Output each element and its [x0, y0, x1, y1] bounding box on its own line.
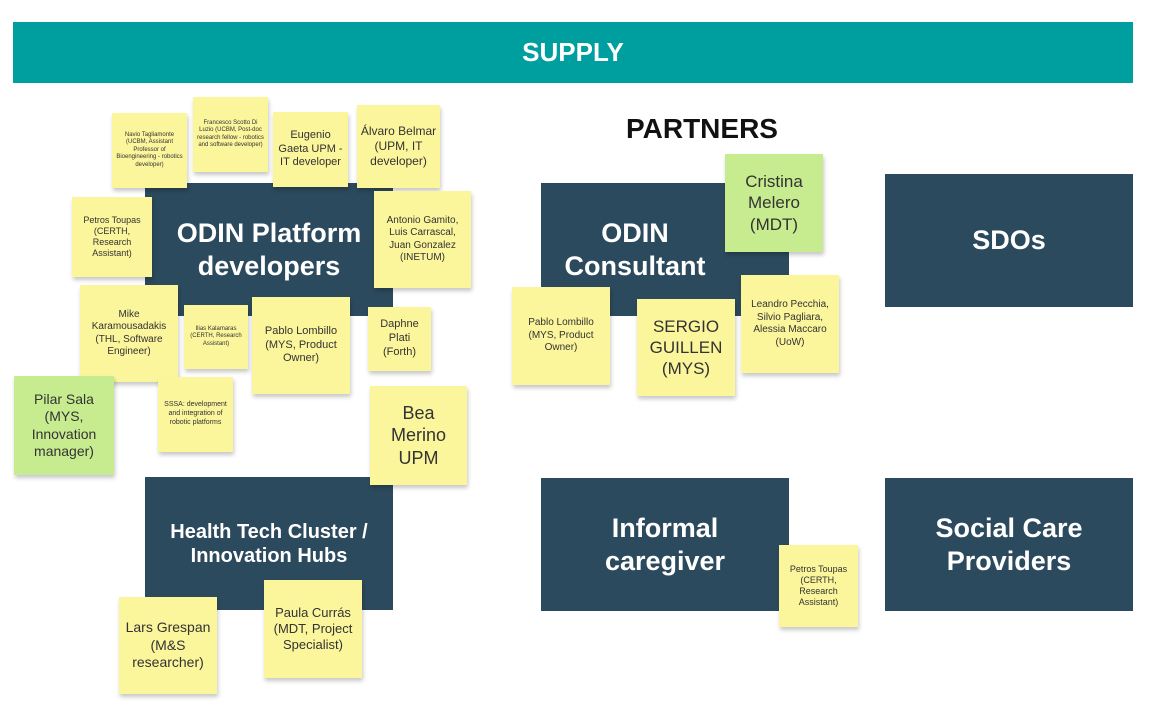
- sticky-note-sergio-guillen[interactable]: SERGIO GUILLEN (MYS): [637, 299, 735, 396]
- sticky-note-pilar-sala[interactable]: Pilar Sala (MYS, Innovation manager): [14, 376, 114, 475]
- odin-platform-developers-box[interactable]: ODIN Platform developers: [145, 183, 393, 316]
- partners-title: PARTNERS: [626, 113, 778, 144]
- sticky-note-alvaro-belmar[interactable]: Álvaro Belmar (UPM, IT developer): [357, 105, 440, 188]
- sticky-note-eugenio-gaeta[interactable]: Eugenio Gaeta UPM - IT developer: [273, 112, 348, 187]
- sticky-note-sssa[interactable]: SSSA: development and integration of rob…: [158, 377, 233, 452]
- sdos-box[interactable]: SDOs: [885, 174, 1133, 307]
- sticky-note-paula-curras[interactable]: Paula Currás (MDT, Project Specialist): [264, 580, 362, 678]
- sticky-note-pablo-lombillo[interactable]: Pablo Lombillo (MYS, Product Owner): [252, 297, 350, 394]
- sticky-note-navio-tagliamonte[interactable]: Navio Tagliamonte (UCBM, Assistant Profe…: [112, 113, 187, 188]
- sticky-note-pablo-lombillo-consultant[interactable]: Pablo Lombillo (MYS, Product Owner): [512, 287, 610, 385]
- sticky-note-antonio-gamito[interactable]: Antonio Gamito, Luis Carrascal, Juan Gon…: [374, 191, 471, 288]
- sticky-note-lars-grespan[interactable]: Lars Grespan (M&S researcher): [119, 597, 217, 694]
- sticky-note-petros-toupas[interactable]: Petros Toupas (CERTH, Research Assistant…: [72, 197, 152, 277]
- sticky-note-daphne-plati[interactable]: Daphne Plati (Forth): [368, 307, 431, 371]
- sticky-note-petros-toupas-caregiver[interactable]: Petros Toupas (CERTH, Research Assistant…: [779, 545, 858, 627]
- sticky-note-ilias-kalamaras[interactable]: Ilias Kalamaras (CERTH, Research Assista…: [184, 305, 248, 369]
- sticky-note-leandro-pecchia[interactable]: Leandro Pecchia, Silvio Pagliara, Alessi…: [741, 275, 839, 373]
- supply-header: SUPPLY: [13, 22, 1133, 83]
- informal-caregiver-box[interactable]: Informal caregiver: [541, 478, 789, 611]
- sticky-note-bea-merino[interactable]: Bea Merino UPM: [370, 386, 467, 485]
- sticky-note-cristina-melero[interactable]: Cristina Melero (MDT): [725, 154, 823, 252]
- sticky-note-francesco-scotto[interactable]: Francesco Scotto Di Luzio (UCBM, Post-do…: [193, 97, 268, 172]
- social-care-providers-box[interactable]: Social Care Providers: [885, 478, 1133, 611]
- health-tech-cluster-box[interactable]: Health Tech Cluster / Innovation Hubs: [145, 477, 393, 610]
- sticky-note-mike-karamousadakis[interactable]: Mike Karamousadakis (THL, Software Engin…: [80, 285, 178, 382]
